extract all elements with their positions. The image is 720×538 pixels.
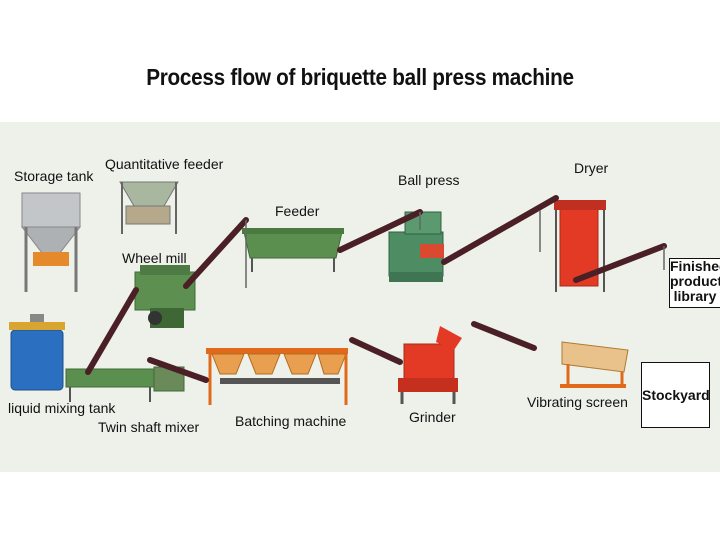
batching-machine bbox=[206, 348, 348, 405]
feeder-machine bbox=[242, 228, 344, 272]
conveyor-mill-to-feeder bbox=[186, 220, 246, 286]
label-liquid-mixing-tank: liquid mixing tank bbox=[8, 400, 115, 416]
label-finished-line2: product bbox=[670, 274, 720, 289]
quantitative-feeder bbox=[120, 182, 178, 234]
label-storage-tank: Storage tank bbox=[14, 168, 93, 184]
label-twin-shaft-mixer: Twin shaft mixer bbox=[98, 419, 199, 435]
label-dryer: Dryer bbox=[574, 160, 608, 176]
label-ball-press: Ball press bbox=[398, 172, 459, 188]
vibrating-screen-machine bbox=[560, 342, 628, 388]
label-finished-line1: Finished bbox=[670, 259, 720, 274]
label-batching-machine: Batching machine bbox=[235, 413, 346, 429]
twin-shaft-mixer bbox=[66, 367, 184, 402]
label-quantitative-feeder: Quantitative feeder bbox=[105, 156, 223, 172]
grinder-machine bbox=[398, 326, 462, 404]
liquid-mixing-tank bbox=[9, 314, 65, 390]
conveyor-press-to-dryer bbox=[444, 198, 556, 262]
label-finished-line3: library bbox=[670, 289, 720, 304]
wheel-mill bbox=[135, 265, 195, 328]
stockyard-box: Stockyard bbox=[641, 362, 710, 428]
label-wheel-mill: Wheel mill bbox=[122, 250, 187, 266]
storage-tank bbox=[22, 193, 80, 292]
label-vibrating-screen: Vibrating screen bbox=[527, 394, 628, 410]
conveyor-batching-to-grinder bbox=[352, 340, 400, 362]
label-stockyard: Stockyard bbox=[642, 387, 710, 403]
conveyor-mixer-to-mill bbox=[88, 290, 136, 372]
conveyor-grinder-to-screen bbox=[474, 324, 534, 348]
label-grinder: Grinder bbox=[409, 409, 456, 425]
finished-product-library-box: Finished product library bbox=[669, 258, 720, 308]
label-feeder: Feeder bbox=[275, 203, 319, 219]
